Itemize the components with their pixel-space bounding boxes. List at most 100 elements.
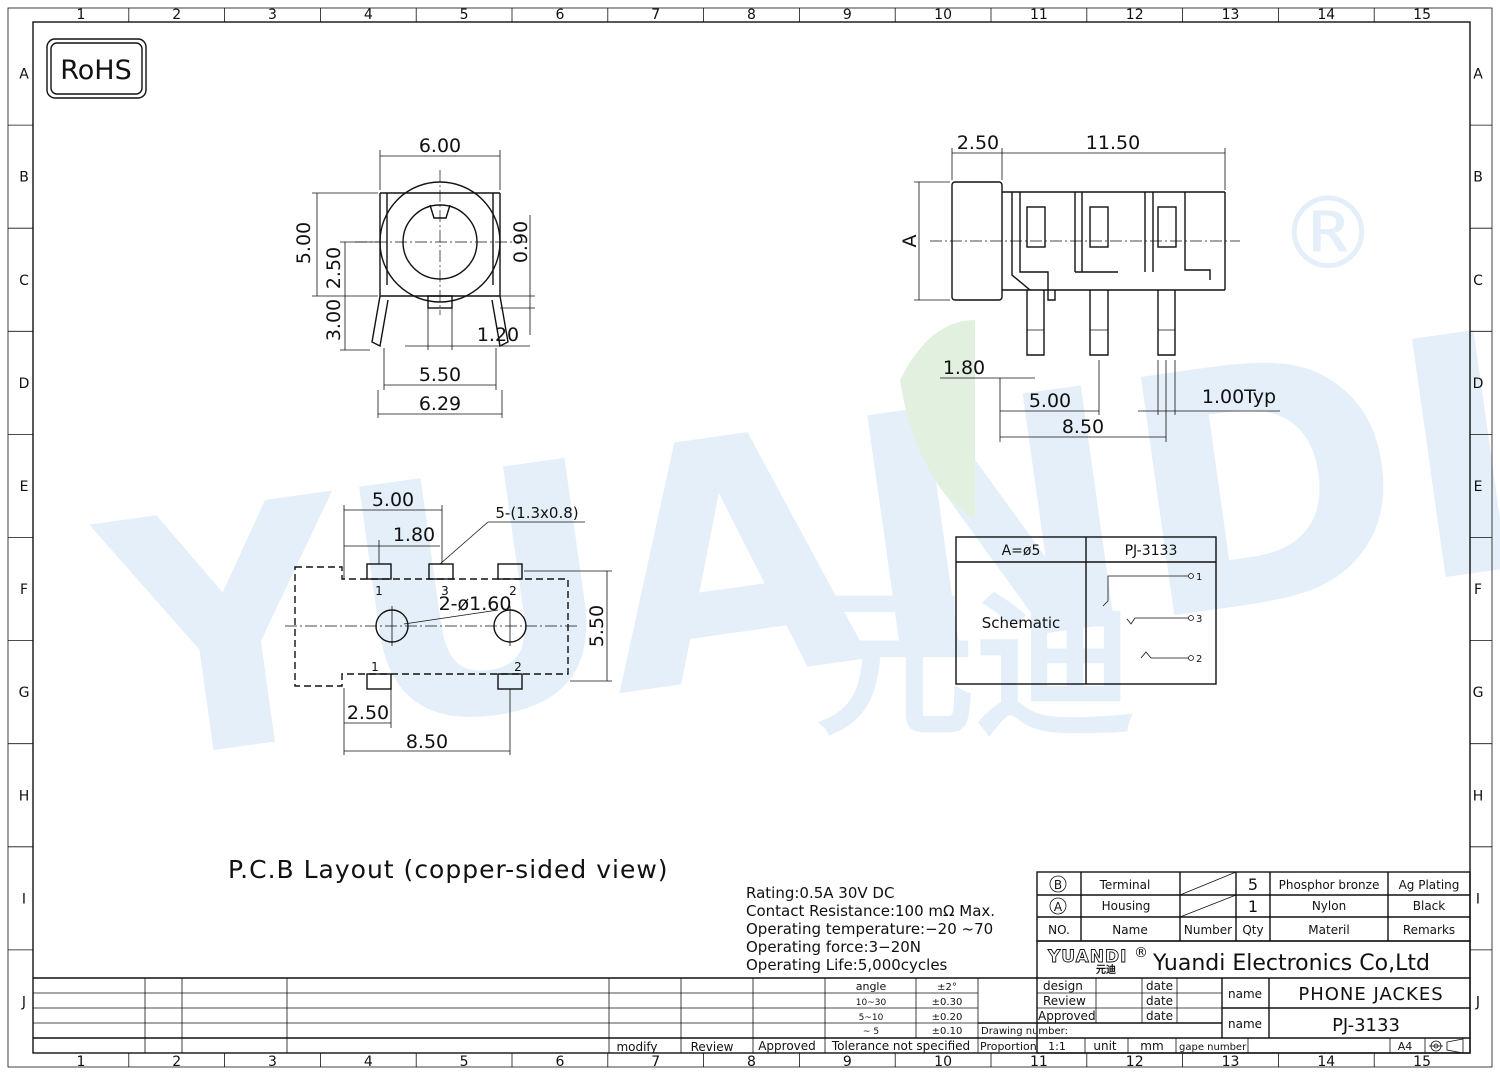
bom-row-2-material: Nylon <box>1312 899 1346 913</box>
dim-a: A <box>899 235 921 248</box>
watermark-reg: ® <box>1278 175 1378 292</box>
dim-2-50-side: 2.50 <box>957 132 999 154</box>
rohs-box-outer <box>46 38 147 99</box>
col-label-bottom: 14 <box>1317 1054 1335 1070</box>
watermark: YUANDI ® 元迪 <box>78 175 1500 840</box>
col-label-top: 12 <box>1126 7 1144 23</box>
dim-0-90: 0.90 <box>510 221 532 263</box>
design-label: design <box>1043 979 1083 993</box>
unit-label: unit <box>1093 1039 1117 1053</box>
dim-5-50-pcb: 5.50 <box>586 605 608 647</box>
spec-line-3: Operating temperature:−20 ~70 <box>746 920 993 938</box>
col-label-bottom: 8 <box>747 1054 756 1070</box>
watermark-cn: 元迪 <box>815 571 1135 758</box>
specs: Rating:0.5A 30V DC Contact Resistance:10… <box>746 884 995 974</box>
dim-1-80-side: 1.80 <box>943 357 985 379</box>
projection-symbol-icon <box>1429 1038 1464 1054</box>
col-label-top: 9 <box>843 7 852 23</box>
row-label-right: G <box>1473 685 1484 701</box>
part-number: PJ-3133 <box>1332 1015 1400 1036</box>
col-label-top: 3 <box>268 7 277 23</box>
bom-row-1-name: Terminal <box>1099 878 1151 892</box>
row-label-right: D <box>1473 376 1484 392</box>
dim-6-29: 6.29 <box>419 393 461 415</box>
bom-row-2-remarks: Black <box>1413 899 1446 913</box>
tol-range-3: 5~10 <box>859 1013 884 1023</box>
col-label-bottom: 2 <box>172 1054 181 1070</box>
bom-row-1-remarks: Ag Plating <box>1399 878 1460 892</box>
rev-approved: Approved <box>758 1039 816 1053</box>
unit-value: mm <box>1140 1039 1163 1053</box>
col-label-bottom: 9 <box>843 1054 852 1070</box>
row-label-right: C <box>1473 273 1483 289</box>
spec-line-1: Rating:0.5A 30V DC <box>746 884 894 902</box>
col-label-top: 15 <box>1413 7 1431 23</box>
bom-row-2-name: Housing <box>1102 899 1151 913</box>
date-label-1: date <box>1146 979 1173 993</box>
title-logo-reg: ® <box>1134 945 1148 961</box>
bom-header-name: Name <box>1112 923 1147 937</box>
row-label-right: H <box>1473 788 1484 804</box>
pad-note: 5-(1.3x0.8) <box>495 504 578 522</box>
bom-row-2-qty: 1 <box>1248 897 1258 916</box>
col-label-bottom: 13 <box>1222 1054 1240 1070</box>
row-label-right: I <box>1476 891 1480 907</box>
col-label-top: 14 <box>1317 7 1335 23</box>
bom-header-material: Materil <box>1308 923 1349 937</box>
row-label-right: F <box>1474 582 1482 598</box>
front-view-dims: 6.00 5.00 2.50 3.00 0.90 1.20 5.50 6.29 <box>293 135 535 418</box>
schematic-table: A=ø5 PJ-3133 Schematic 1 3 2 <box>955 536 1217 685</box>
dim-5-00-pcb: 5.00 <box>372 489 414 511</box>
dim-8-50-pcb: 8.50 <box>406 731 448 753</box>
schematic-pin-2: 2 <box>1196 654 1202 665</box>
title-block: YUANDI ® 元迪 Yuandi Electronics Co,Ltd de… <box>978 940 1471 1054</box>
watermark-leaf <box>900 320 975 520</box>
dim-5-00-side: 5.00 <box>1029 390 1071 412</box>
col-label-bottom: 6 <box>555 1054 564 1070</box>
col-label-top: 1 <box>76 7 85 23</box>
row-label-left: D <box>19 376 30 392</box>
spec-line-2: Contact Resistance:100 mΩ Max. <box>746 902 995 920</box>
dim-2-50-pcb: 2.50 <box>347 702 389 724</box>
dim-1-00typ: 1.00Typ <box>1202 386 1276 408</box>
pad-label-bottom-1: 1 <box>371 660 379 674</box>
proportion-label: Proportion <box>980 1040 1037 1053</box>
col-label-bottom: 10 <box>934 1054 952 1070</box>
row-label-left: F <box>20 582 28 598</box>
dim-8-50-side: 8.50 <box>1062 416 1104 438</box>
rohs-label: RoHS <box>60 55 132 86</box>
drawing-number-label: Drawing number: <box>981 1026 1068 1037</box>
dim-5-50: 5.50 <box>419 364 461 386</box>
product-name: PHONE JACKES <box>1298 984 1443 1005</box>
col-label-bottom: 3 <box>268 1054 277 1070</box>
col-label-top: 10 <box>934 7 952 23</box>
schematic-pin-3: 3 <box>1196 614 1202 625</box>
watermark-brand: YUANDI <box>78 261 1500 840</box>
schematic-pin-1: 1 <box>1196 572 1202 583</box>
schematic-label: Schematic <box>982 614 1061 632</box>
col-label-top: 5 <box>460 7 469 23</box>
col-label-top: 7 <box>651 7 660 23</box>
tol-value-3: ±0.20 <box>932 1012 963 1023</box>
rev-review: Review <box>691 1040 734 1054</box>
col-label-top: 4 <box>364 7 373 23</box>
tol-value-2: ±0.30 <box>932 997 963 1008</box>
row-label-left: A <box>19 67 29 83</box>
tolerance-block: angle ±2° 10~30 ±0.30 5~10 ±0.20 ~ 5 ±0.… <box>33 977 1037 1054</box>
schematic-header-right: PJ-3133 <box>1125 543 1178 559</box>
row-label-right: E <box>1474 479 1483 495</box>
col-label-bottom: 15 <box>1413 1054 1431 1070</box>
title-logo: YUANDI <box>1047 947 1127 967</box>
company-name: Yuandi Electronics Co,Ltd <box>1152 951 1430 976</box>
spec-line-4: Operating force:3−20N <box>746 938 921 956</box>
pad-label-top-1: 1 <box>375 584 383 598</box>
bom-header-remarks: Remarks <box>1403 923 1455 937</box>
col-label-top: 8 <box>747 7 756 23</box>
hole-note: 2-ø1.60 <box>439 593 512 615</box>
side-view-dims: 2.50 11.50 A 1.80 5.00 8.50 1.00Typ <box>899 132 1280 442</box>
rev-modify: modify <box>616 1040 657 1054</box>
row-label-left: H <box>19 788 30 804</box>
tolerance-footer: Tolerance not specified <box>831 1039 970 1053</box>
dim-2-50: 2.50 <box>323 247 345 289</box>
